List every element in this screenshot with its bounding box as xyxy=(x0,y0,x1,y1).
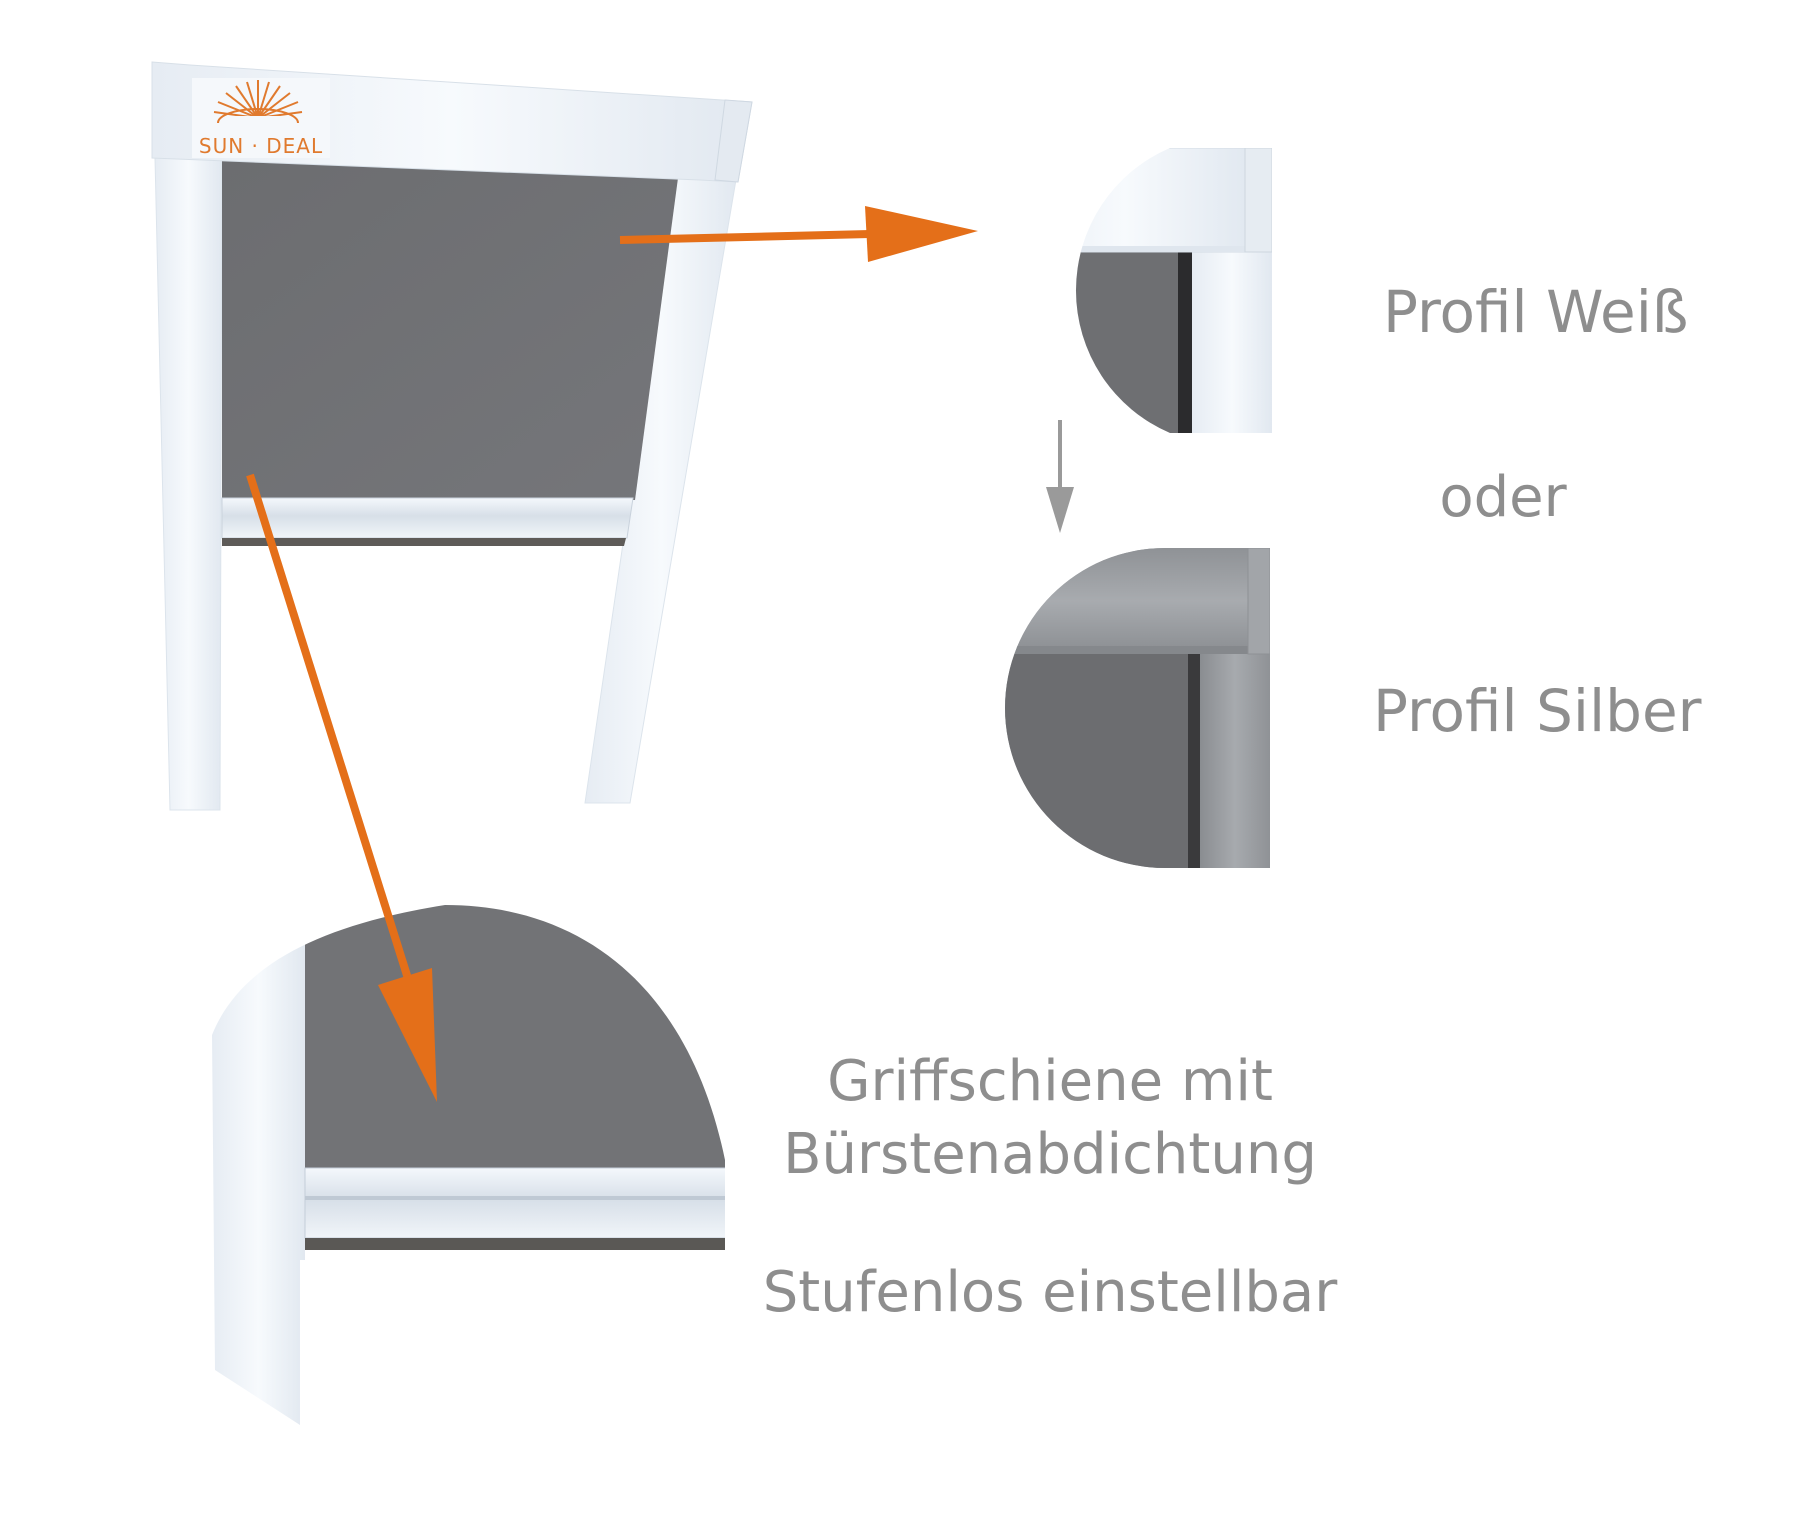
brush-seal xyxy=(222,538,626,546)
handle-rail xyxy=(221,497,634,539)
label-handle-rail-line2: Bürstenabdichtung xyxy=(783,1122,1317,1187)
label-handle-rail: Griffschiene mit Bürstenabdichtung xyxy=(760,1045,1340,1191)
cassette-end-cap xyxy=(714,99,753,183)
white-profile-side-rail xyxy=(1192,252,1272,433)
logo-text: SUN · DEAL xyxy=(199,134,323,158)
arrow-down-icon xyxy=(246,473,437,1102)
silver-profile-side-rail xyxy=(1200,654,1270,868)
blind-fabric xyxy=(222,160,678,500)
detail-handle-rail xyxy=(212,905,725,1425)
label-handle-rail-line1: Griffschiene mit xyxy=(827,1049,1273,1114)
rail-detail-fabric xyxy=(305,905,725,1168)
rail-detail-side-frame xyxy=(212,940,305,1425)
detail-profile-silver xyxy=(1005,548,1270,868)
silver-profile-top-cassette xyxy=(1005,548,1252,654)
white-profile-top-cassette xyxy=(1075,148,1251,253)
label-adjustable: Stufenlos einstellbar xyxy=(762,1260,1338,1325)
arrow-between-profiles-icon xyxy=(1046,420,1074,533)
rail-detail-brush-seal xyxy=(305,1238,725,1250)
sun-deal-logo: SUN · DEAL xyxy=(192,78,330,158)
label-or: oder xyxy=(1439,465,1567,530)
white-profile-fabric xyxy=(1075,252,1190,433)
roof-window-blind: SUN · DEAL xyxy=(151,61,753,811)
arrow-right-icon xyxy=(619,206,978,262)
left-side-rail xyxy=(154,157,223,811)
silver-profile-fabric xyxy=(1005,654,1195,868)
detail-profile-white xyxy=(1075,148,1272,433)
label-profile-white: Profil Weiß xyxy=(1383,278,1689,346)
label-profile-silver: Profil Silber xyxy=(1373,677,1702,745)
